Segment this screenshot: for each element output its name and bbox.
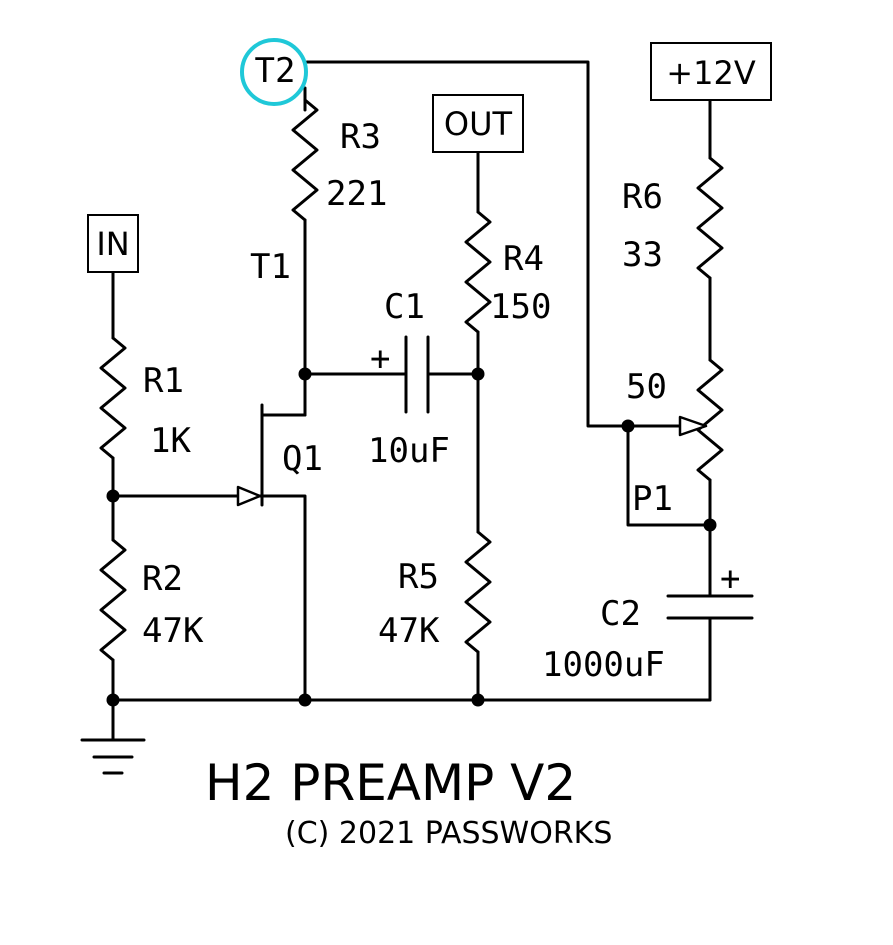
r6-ref: R6 — [622, 177, 663, 217]
r4-value: 150 — [490, 287, 551, 327]
resistor-r4 — [464, 210, 492, 334]
q1-ref: Q1 — [282, 439, 323, 479]
output-terminal-label: OUT — [444, 105, 513, 143]
supply-terminal-box — [650, 42, 772, 101]
resistor-r3 — [291, 98, 319, 222]
wire-t2-to-p1-wiper — [305, 60, 684, 428]
t1-label: T1 — [250, 247, 291, 287]
t2-highlight-ring[interactable] — [240, 38, 308, 106]
r1-ref: R1 — [143, 361, 184, 401]
capacitor-c1 — [404, 335, 430, 414]
resistor-r6 — [696, 156, 724, 280]
c2-polarity: + — [720, 559, 740, 599]
c1-polarity: + — [370, 339, 390, 379]
schematic-title: H2 PREAMP V2 — [205, 754, 576, 812]
r1-value: 1K — [150, 421, 191, 461]
p1-ref: P1 — [632, 479, 673, 519]
junction-ground-left — [106, 693, 120, 707]
resistor-r2 — [99, 538, 127, 662]
junction-source-ground — [298, 693, 312, 707]
ground-icon — [80, 738, 146, 775]
input-terminal-box — [87, 214, 139, 273]
c1-ref: C1 — [384, 287, 425, 327]
supply-terminal-label: +12V — [666, 54, 756, 92]
c2-ref: C2 — [600, 594, 641, 634]
q1-gate-arrow — [236, 485, 262, 507]
r2-value: 47K — [142, 611, 204, 651]
wire-wiper-to-p1-bottom — [626, 424, 712, 527]
r5-value: 47K — [378, 611, 440, 651]
r3-value: 221 — [326, 174, 387, 214]
r2-ref: R2 — [142, 559, 183, 599]
p1-wiper-arrow — [678, 415, 708, 437]
output-terminal-box — [432, 94, 524, 153]
junction-r5-ground — [471, 693, 485, 707]
junction-p1-bottom — [703, 518, 717, 532]
r5-ref: R5 — [398, 557, 439, 597]
wires — [111, 60, 712, 742]
resistor-r5 — [464, 530, 492, 654]
t2-terminal-label: T2 — [255, 51, 296, 91]
junction-drain — [298, 367, 312, 381]
r6-value: 33 — [622, 235, 663, 275]
r4-ref: R4 — [503, 239, 544, 279]
r3-ref: R3 — [340, 117, 381, 157]
c1-value: 10uF — [368, 431, 450, 471]
p1-value: 50 — [626, 367, 667, 407]
junction-p1-wiper — [621, 419, 635, 433]
resistor-r1 — [99, 336, 127, 460]
input-terminal-label: IN — [96, 225, 129, 263]
potentiometer-p1 — [696, 358, 724, 482]
c2-value: 1000uF — [542, 645, 665, 685]
wire-q1-source — [260, 494, 307, 702]
junction-base — [106, 489, 120, 503]
junction-output — [471, 367, 485, 381]
copyright-notice: (C) 2021 PASSWORKS — [285, 816, 612, 851]
capacitor-c2 — [666, 594, 754, 620]
